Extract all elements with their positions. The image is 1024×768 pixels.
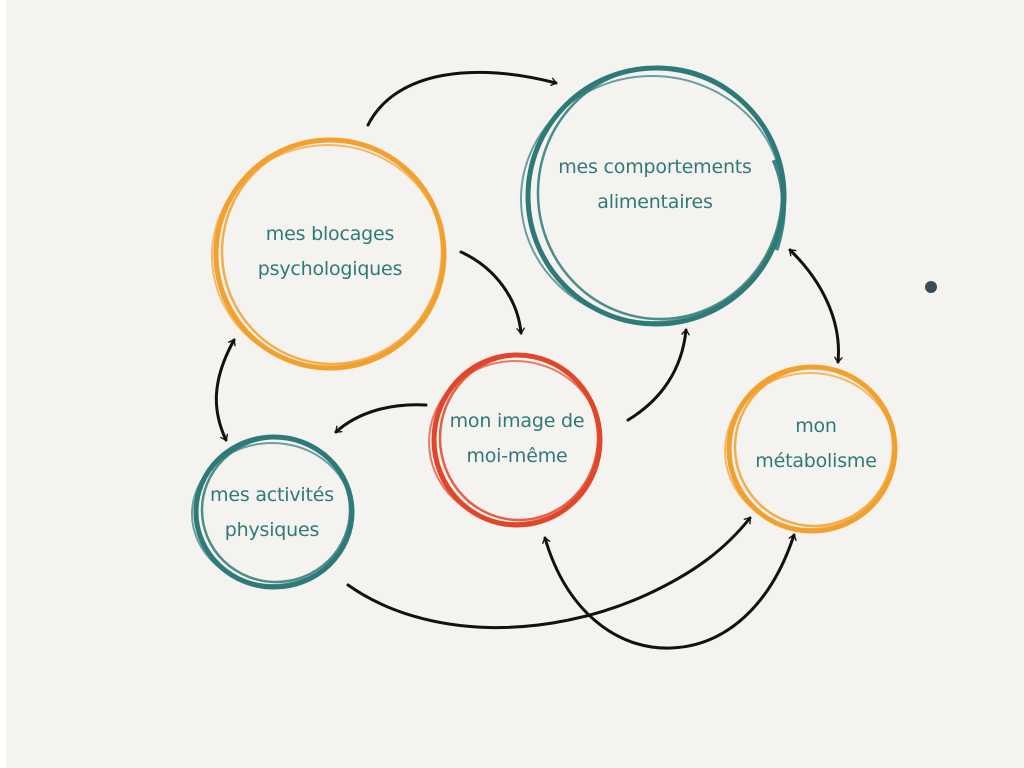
circle-activites [191,434,355,590]
node-label-activites: mes activités physiques [192,478,352,548]
node-label-blocages: mes blocages psychologiques [230,217,430,287]
circle-metabolisme [724,364,898,534]
node-label-comportements-line2: alimentaires [597,191,713,213]
node-label-metabolisme-line2: métabolisme [755,450,877,472]
circle-image [428,352,603,528]
node-label-activites-line1: mes activités [210,484,334,506]
arrow-image-metabolisme [542,533,797,650]
circle-comportements [520,65,787,327]
bullet-dot [925,281,937,293]
arrow-image-to-comportements [626,328,690,422]
node-label-blocages-line1: mes blocages [265,223,395,245]
arrow-blocages-to-image [459,250,525,335]
arrow-blocages-activites [214,338,236,442]
node-label-metabolisme: mon métabolisme [736,409,896,479]
arrow-blocages-to-comportements [366,70,558,127]
node-label-blocages-line2: psychologiques [257,258,403,280]
node-label-image-line2: moi-même [466,445,568,467]
diagram-canvas: mes blocages psychologiques mes comporte… [6,0,1024,768]
node-label-comportements: mes comportements alimentaires [545,150,765,220]
circle-blocages [211,137,447,371]
node-label-comportements-line1: mes comportements [558,156,752,178]
node-label-image: mon image de moi-même [437,404,597,474]
arrow-comportements-metabolisme [788,248,843,364]
node-label-metabolisme-line1: mon [795,415,837,437]
arrow-image-to-activites [334,403,428,434]
node-label-activites-line2: physiques [224,519,320,541]
node-label-image-line1: mon image de [449,410,585,432]
arrow-activites-to-metabolisme [346,516,752,630]
diagram-drawing [191,65,898,650]
